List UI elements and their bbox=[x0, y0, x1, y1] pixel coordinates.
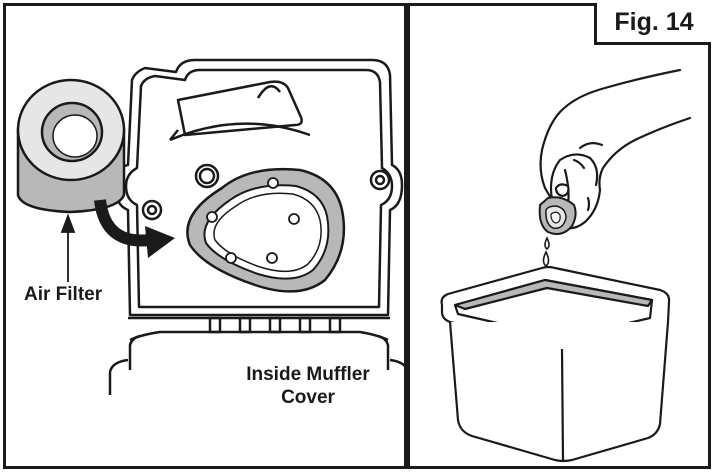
muffler-label-line1: Inside Muffler bbox=[246, 364, 370, 385]
air-filter-cylinder bbox=[16, 78, 126, 214]
cleaning-basin bbox=[440, 265, 671, 463]
oil-drips bbox=[542, 236, 550, 268]
air-filter-leader bbox=[60, 213, 76, 282]
install-arrow bbox=[94, 199, 175, 258]
installed-filter bbox=[186, 167, 346, 293]
hand-squeezing-filter bbox=[539, 68, 692, 230]
air-filter-label: Air Filter bbox=[24, 284, 103, 305]
right-panel bbox=[407, 3, 711, 469]
squeezed-filter bbox=[538, 196, 577, 235]
figure-number-label: Fig. 14 bbox=[594, 3, 711, 45]
muffler-label-line2: Cover bbox=[281, 387, 335, 408]
